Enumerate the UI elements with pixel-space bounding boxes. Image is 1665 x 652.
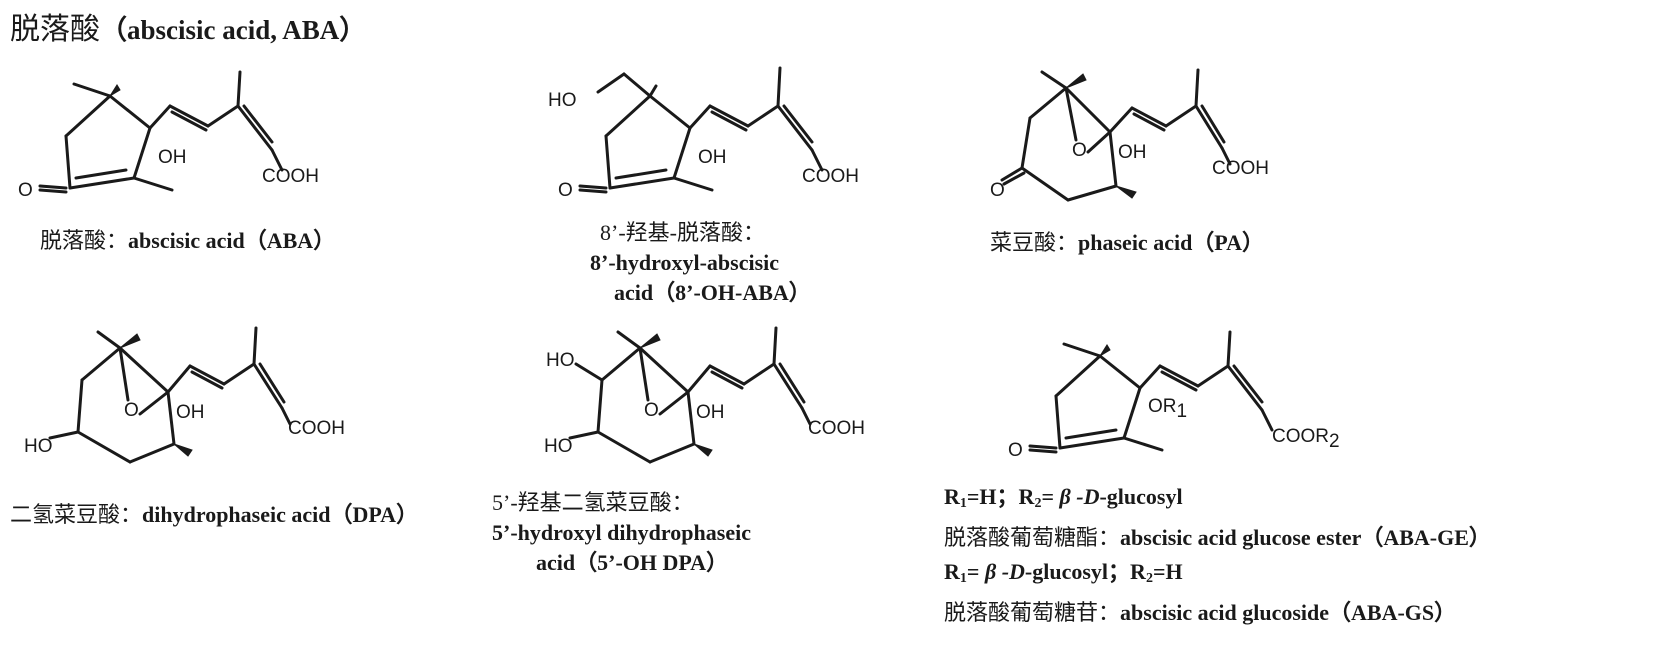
- structure-8-oh-aba: HO O OH COOH: [548, 66, 859, 201]
- caption-aba-gs-en: abscisic acid glucoside（ABA-GS）: [1120, 600, 1457, 625]
- caption-pa: 菜豆酸：phaseic acid（PA）: [990, 228, 1264, 258]
- label-o: O: [18, 180, 33, 201]
- r2-sub: 2: [1145, 571, 1153, 586]
- caption-pa-cn: 菜豆酸：: [990, 230, 1079, 255]
- caption-5-oh-dpa: 5’-羟基二氢菜豆酸： 5’-hydroxyl dihydrophaseic a…: [492, 488, 751, 578]
- caption-aba-conjugates: R1=H；R2= β -D-glucosyl 脱落酸葡萄糖酯：abscisic …: [944, 480, 1491, 630]
- beta-d: β -D: [984, 559, 1025, 584]
- r1-label: R: [944, 559, 960, 584]
- label-cooh: COOH: [288, 418, 345, 439]
- label-coo: COO: [1272, 426, 1315, 447]
- label-oh: OH: [696, 402, 725, 423]
- r1-eq: =: [966, 559, 985, 584]
- label-o: O: [558, 180, 573, 201]
- label-cooh: COOH: [1212, 158, 1269, 179]
- label-o: O: [1008, 440, 1023, 461]
- conjugate-line-ge-def: R1=H；R2= β -D-glucosyl: [944, 480, 1491, 521]
- r2-value: =H: [1152, 559, 1183, 584]
- label-coor2-sub: 2: [1329, 431, 1340, 452]
- figure-title: 脱落酸（abscisic acid, ABA）: [10, 4, 366, 48]
- label-cooh: COOH: [262, 166, 319, 187]
- r1-value: =H；: [966, 484, 1019, 509]
- label-ho: HO: [544, 436, 573, 457]
- label-oh: OH: [176, 402, 205, 423]
- label-ho: HO: [548, 90, 577, 111]
- caption-aba-ge-en: abscisic acid glucose ester（ABA-GE）: [1120, 525, 1491, 550]
- label-ho-top: HO: [546, 350, 575, 371]
- caption-8-oh-aba-en2: acid（8’-OH-ABA）: [614, 280, 811, 305]
- glucosyl: -glucosyl；: [1024, 559, 1131, 584]
- label-oh: OH: [158, 147, 187, 168]
- label-ring-o: O: [124, 400, 139, 421]
- caption-5-oh-dpa-cn: 5’-羟基二氢菜豆酸：: [492, 490, 694, 515]
- structure-aba-conjugate: O OR1 COOR2: [1008, 330, 1340, 461]
- caption-dpa: 二氢菜豆酸：dihydrophaseic acid（DPA）: [10, 500, 418, 530]
- structure-pa: O O OH COOH: [990, 68, 1269, 202]
- structure-5-oh-dpa: HO HO O OH COOH: [544, 326, 865, 464]
- label-cooh: COOH: [808, 418, 865, 439]
- label-or1-sub: 1: [1177, 401, 1188, 422]
- caption-pa-en: phaseic acid（PA）: [1078, 230, 1264, 255]
- structure-dpa: HO O OH COOH: [24, 326, 345, 464]
- r2-sub: 2: [1034, 496, 1042, 511]
- caption-dpa-en: dihydrophaseic acid（DPA）: [142, 502, 419, 527]
- label-oh: OH: [698, 147, 727, 168]
- label-cooh: COOH: [802, 166, 859, 187]
- label-r: R: [1315, 426, 1329, 447]
- caption-8-oh-aba-en1: 8’-hydroxyl-abscisic: [590, 250, 780, 275]
- label-coor2: COOR2: [1272, 426, 1340, 452]
- caption-aba: 脱落酸：abscisic acid（ABA）: [40, 226, 335, 256]
- r1-sub: 1: [959, 571, 967, 586]
- r2-label: R: [1018, 484, 1035, 509]
- caption-aba-ge: 脱落酸葡萄糖酯：abscisic acid glucose ester（ABA-…: [944, 521, 1491, 555]
- caption-aba-gs-cn: 脱落酸葡萄糖苷：: [944, 600, 1121, 625]
- label-ho: HO: [24, 436, 53, 457]
- r2-label: R: [1130, 559, 1146, 584]
- glucosyl: -glucosyl: [1099, 484, 1183, 509]
- label-o: O: [990, 180, 1005, 201]
- caption-5-oh-dpa-en1: 5’-hydroxyl dihydrophaseic: [492, 520, 751, 545]
- conjugate-line-gs-def: R1= β -D-glucosyl；R2=H: [944, 555, 1491, 596]
- caption-8-oh-aba-cn: 8’-羟基-脱落酸：: [600, 220, 765, 245]
- structure-aba: O OH COOH: [18, 70, 319, 201]
- caption-8-oh-aba: 8’-羟基-脱落酸： 8’-hydroxyl-abscisic acid（8’-…: [590, 218, 811, 308]
- label-ring-o: O: [644, 400, 659, 421]
- label-ring-o: O: [1072, 140, 1087, 161]
- label-or1: OR1: [1148, 396, 1187, 422]
- caption-5-oh-dpa-en2: acid（5’-OH DPA）: [536, 550, 729, 575]
- title-english: （abscisic acid, ABA）: [100, 15, 367, 45]
- beta-d: β -D: [1059, 484, 1100, 509]
- title-chinese: 脱落酸: [10, 13, 100, 46]
- caption-aba-ge-cn: 脱落酸葡萄糖酯：: [944, 525, 1121, 550]
- caption-aba-en: abscisic acid（ABA）: [128, 228, 336, 253]
- r2-eq: =: [1041, 484, 1060, 509]
- label-or: OR: [1148, 396, 1177, 417]
- label-oh: OH: [1118, 142, 1147, 163]
- caption-aba-gs: 脱落酸葡萄糖苷：abscisic acid glucoside（ABA-GS）: [944, 596, 1491, 630]
- caption-aba-cn: 脱落酸：: [40, 228, 129, 253]
- r1-sub: 1: [959, 496, 967, 511]
- caption-dpa-cn: 二氢菜豆酸：: [10, 502, 143, 527]
- r1-label: R: [944, 484, 960, 509]
